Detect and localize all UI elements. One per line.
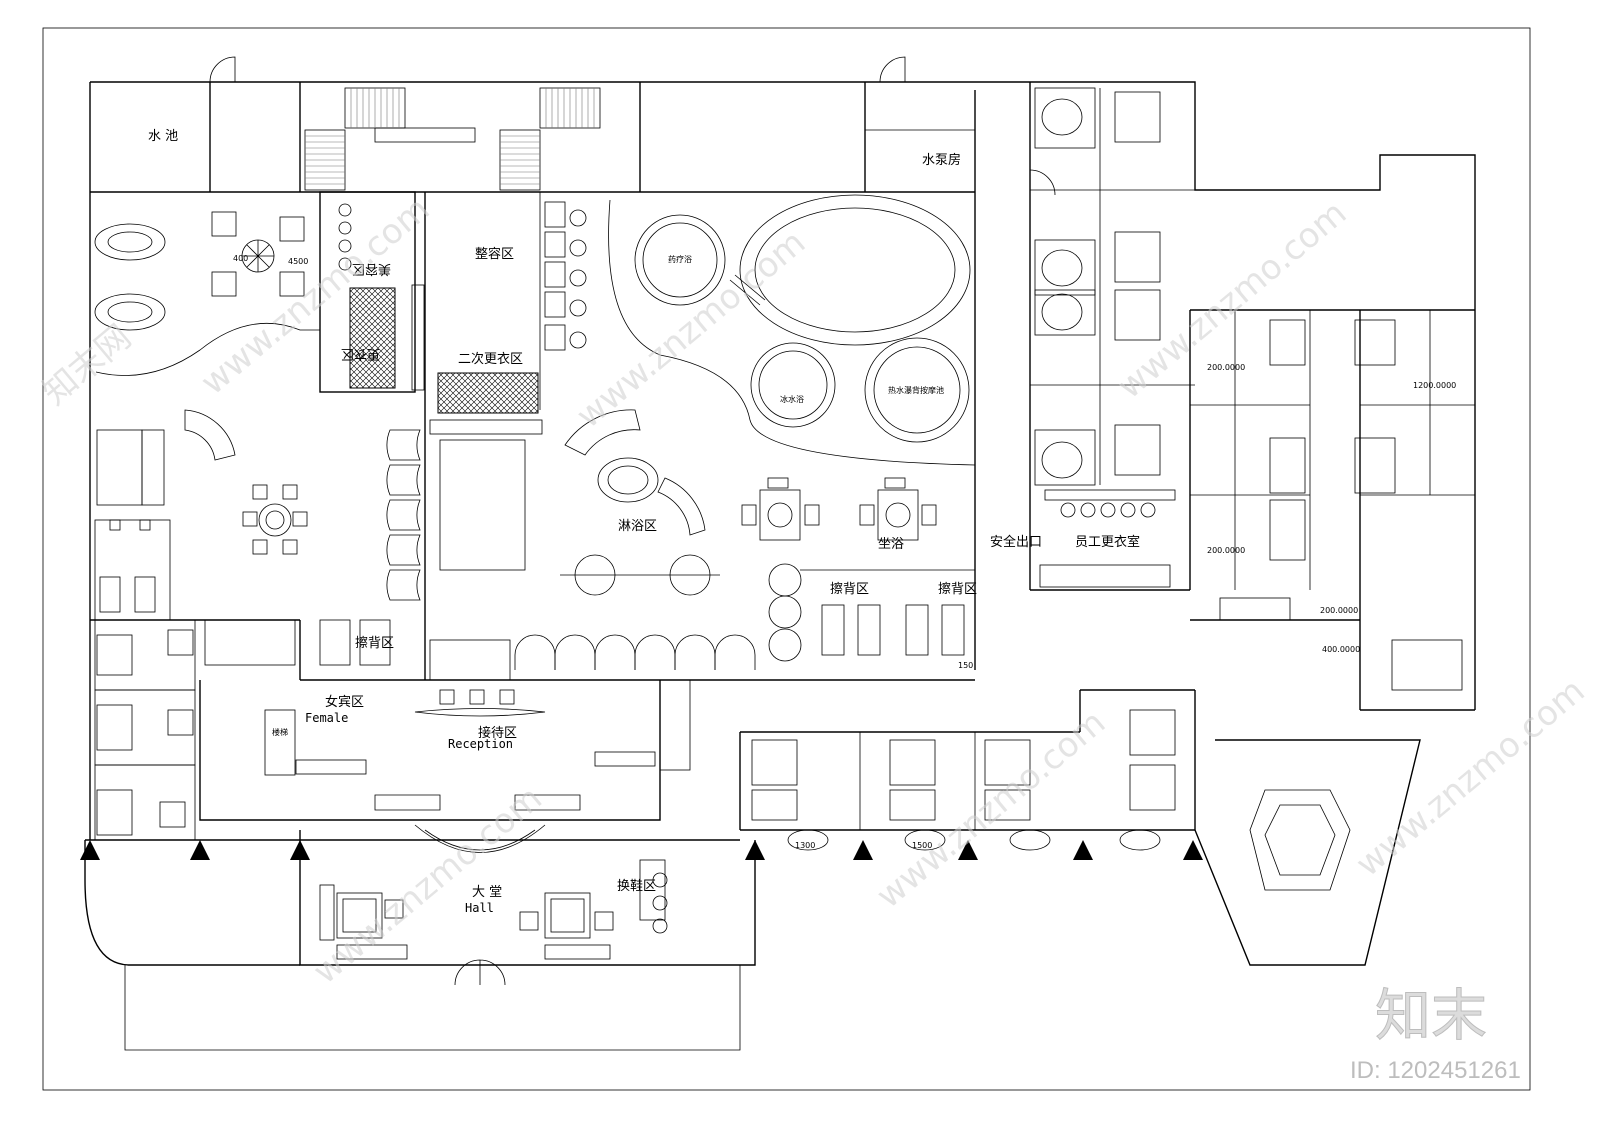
dim-1500: 1500 xyxy=(912,841,932,850)
right-wing xyxy=(751,87,1475,851)
label-reception-en: Reception xyxy=(448,737,513,751)
dim-4500: 4500 xyxy=(288,257,308,266)
label-ice-bath: 冰水浴 xyxy=(780,394,804,404)
shower-heads xyxy=(560,554,802,662)
watermark-site-5: www.znzmo.com xyxy=(869,703,1113,917)
label-second-changing: 二次更衣区 xyxy=(458,351,523,367)
watermark-site-6: www.znzmo.com xyxy=(1348,671,1592,885)
left-wing xyxy=(94,191,425,841)
dim-1200: 1200.0000 xyxy=(1413,381,1456,390)
label-female-en: Female xyxy=(305,711,348,725)
label-shower-area: 淋浴区 xyxy=(618,519,657,534)
outer-walls xyxy=(84,81,1476,1051)
dim-200-a: 200.0000 xyxy=(1207,363,1245,372)
lounge-chair xyxy=(94,223,166,331)
central-spa xyxy=(319,192,976,681)
label-herbal-bath: 药疗浴 xyxy=(668,254,692,264)
hall-furniture xyxy=(319,859,668,986)
sheet-border xyxy=(42,27,1531,1091)
watermark-id: ID: 1202451261 xyxy=(1350,1057,1521,1084)
dim-200-b: 200.0000 xyxy=(1207,546,1245,555)
label-beauty-left: 美容区 xyxy=(352,261,391,277)
label-reception-cn: 接待区 xyxy=(478,725,517,741)
dimension-labels: 400 4500 150 200.0000 200.0000 1200.0000… xyxy=(233,254,1456,850)
label-pump-room: 水泵房 xyxy=(922,152,961,168)
label-stairs: 楼梯 xyxy=(272,727,288,737)
label-hot-pool: 热水瀑背按摩池 xyxy=(888,385,944,395)
watermark-brand-net: 知末网 xyxy=(35,317,139,413)
top-band xyxy=(209,56,1056,196)
dim-400: 400 xyxy=(233,254,248,263)
label-staff-changing: 员工更衣室 xyxy=(1075,534,1140,550)
label-grooming: 整容区 xyxy=(475,246,514,262)
watermark-brand: 知末 xyxy=(1375,984,1487,1049)
reception-area xyxy=(264,679,691,853)
dim-150: 150 xyxy=(958,661,973,670)
label-hall-en: Hall xyxy=(465,901,494,915)
label-shoe-change: 换鞋区 xyxy=(617,878,656,894)
stair-treads xyxy=(305,88,595,185)
label-sitting-bath: 坐浴 xyxy=(878,537,904,552)
columns xyxy=(80,840,1203,860)
label-hall-cn: 大 堂 xyxy=(472,885,502,900)
dim-1300: 1300 xyxy=(795,841,815,850)
watermarks: www.znzmo.com www.znzmo.com www.znzmo.co… xyxy=(35,189,1592,1084)
label-beauty-left-2: 更衣区 xyxy=(341,346,380,362)
label-scrub-3: 擦背区 xyxy=(938,582,977,597)
label-pool: 水 池 xyxy=(148,129,178,144)
dim-400k: 400.0000 xyxy=(1322,645,1360,654)
label-safety-exit: 安全出口 xyxy=(990,534,1042,550)
label-scrub-2: 擦背区 xyxy=(830,582,869,597)
dim-2000: 200.0000 xyxy=(1320,606,1358,615)
room-labels: 水 池 水泵房 美容区 更衣区 整容区 二次更衣区 药疗浴 冰水浴 热水瀑背按摩… xyxy=(148,129,1140,915)
label-scrub-1: 擦背区 xyxy=(355,636,394,651)
watermark-site-3: www.znzmo.com xyxy=(1110,193,1354,407)
label-female-cn: 女宾区 xyxy=(325,694,364,710)
